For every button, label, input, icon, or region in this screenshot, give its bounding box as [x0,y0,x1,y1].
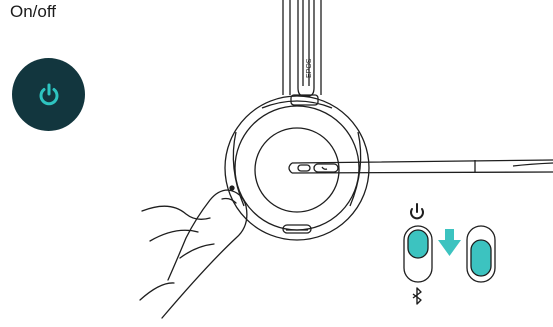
power-icon [410,203,424,220]
hand-illustration [139,189,248,319]
switch-off-state [403,225,433,283]
headband [282,0,322,106]
bluetooth-icon [412,287,422,305]
microphone-boom [288,159,553,174]
switch-on-state [466,225,496,283]
power-icon [39,83,58,105]
headband-brand-text: EPOS [306,58,313,78]
page-title: On/off [10,2,56,21]
arrow-down-icon [438,229,461,256]
power-button-badge[interactable] [12,58,85,131]
ear-cup [224,95,370,241]
